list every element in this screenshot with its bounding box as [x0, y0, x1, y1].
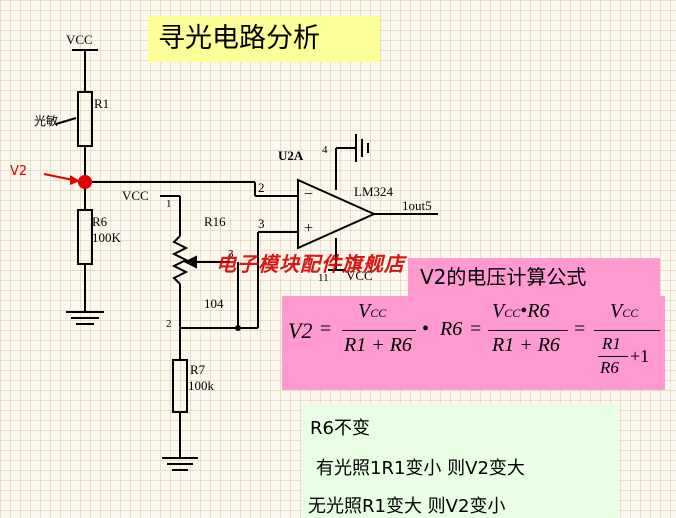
frac2-den: R1 + R6	[492, 334, 560, 356]
frac3-inner-den: R6	[600, 358, 619, 377]
r6-label: R6	[92, 214, 108, 229]
pin-2-label: 2	[258, 180, 265, 195]
u2a-label: U2A	[278, 148, 304, 163]
frac3-bar	[594, 330, 660, 331]
frac3-num: VCC	[610, 300, 639, 322]
formula-equals-1: =	[320, 318, 332, 340]
pin-11-label: 11	[318, 272, 329, 284]
notes-box: R6不变 有光照1R1变小 则V2变大 无光照R1变大 则V2变小	[302, 404, 618, 518]
note-line-2: 有光照1R1变小 则V2变大	[316, 458, 525, 479]
r6-resistor	[77, 209, 93, 265]
r1-resistor	[77, 91, 93, 147]
formula-r6: R6	[440, 318, 463, 340]
vcc-u2a-label: VCC	[346, 268, 373, 283]
opamp-label: LM324	[354, 184, 393, 199]
r7-label: R7	[190, 362, 206, 377]
page-title: 寻光电路分析	[148, 16, 380, 62]
note-line-1: R6不变	[310, 418, 370, 439]
formula-dot: •	[422, 318, 430, 340]
r1-label: R1	[94, 96, 110, 111]
r7-value: 100k	[188, 378, 214, 393]
v2-label: V2	[10, 164, 28, 179]
node-dot-wiper	[235, 325, 241, 331]
output-label: 1out5	[402, 198, 432, 213]
pot-pin-3: 3	[228, 248, 234, 260]
pot-pin-2: 2	[166, 318, 172, 330]
pin-4-label: 4	[322, 144, 328, 156]
v2-node-dot	[78, 175, 92, 189]
pin-3-label: 3	[258, 216, 265, 231]
r7-resistor	[172, 359, 188, 413]
light-arrow	[55, 117, 77, 125]
watermark-text: 电子模块配件旗舰店	[216, 252, 405, 276]
vcc-top-label: VCC	[66, 32, 93, 47]
light-sensor-label: 光敏	[34, 114, 59, 128]
wiper-arrow	[183, 255, 197, 269]
r16-label: R16	[204, 214, 226, 229]
frac3-inner-bar	[598, 356, 628, 357]
opamp-minus: −	[304, 186, 314, 203]
vcc-mid-label: VCC	[122, 188, 149, 203]
frac3-inner-num: R1	[602, 334, 621, 353]
frac2-num: VCC•R6	[492, 300, 550, 322]
formula-equals-3: =	[574, 318, 586, 340]
v2-pointer-head	[70, 175, 80, 185]
frac1-bar	[342, 330, 416, 331]
r16-value: 104	[204, 296, 224, 311]
frac2-bar	[488, 330, 568, 331]
pot-pin-1: 1	[166, 198, 172, 210]
note-line-3: 无光照R1变大 则V2变小	[308, 496, 506, 517]
formula-lhs: V2	[288, 318, 313, 343]
frac3-plus-one: +1	[630, 346, 650, 366]
formula-heading: V2的电压计算公式	[408, 258, 660, 296]
r6-value: 100K	[92, 230, 121, 245]
formula-equals-2: =	[470, 318, 482, 340]
r16-pot	[171, 235, 189, 285]
frac1-num: VCC	[358, 300, 387, 322]
opamp-triangle	[297, 178, 377, 250]
opamp-plus: +	[304, 220, 314, 237]
formula-box: V2 = VCC R1 + R6 • R6 = VCC•R6 R1 + R6 =…	[282, 296, 665, 390]
frac1-den: R1 + R6	[344, 334, 412, 356]
